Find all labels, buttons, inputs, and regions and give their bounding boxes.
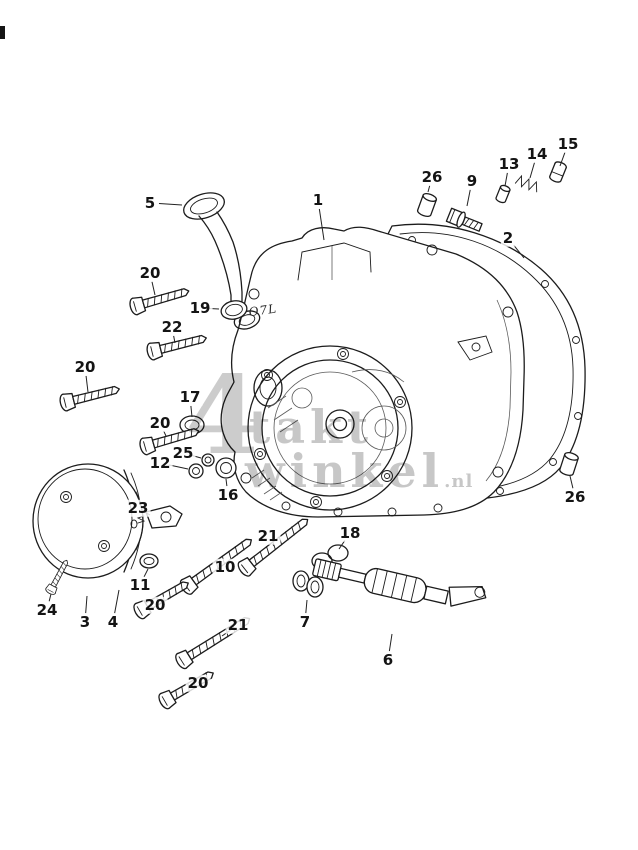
screw-20-e [155,664,219,712]
washer-12 [188,463,204,479]
adjuster-lever-23 [130,505,183,529]
collar-11 [139,553,159,569]
screw-21-b [172,610,255,672]
bushing-26-top [415,191,439,219]
round-cover-3 [32,463,144,579]
screw-20-d [130,574,194,622]
seal-16 [215,457,237,479]
washer-25 [201,453,215,467]
bolt-9 [445,207,483,232]
spring-14 [514,174,538,193]
screw-22 [144,329,209,362]
scan-artifact [0,26,5,39]
cap-15 [549,161,567,183]
gearshift-lever-6 [312,558,487,607]
clutch-cover-1: IL O7L [220,226,525,518]
screw-20-a [127,282,192,317]
screw-20-b [57,380,122,413]
nut-13 [495,184,511,204]
dipstick-5 [183,192,243,304]
collar-7 [292,570,324,598]
oring-19 [220,300,248,320]
cover-bolt-bosses [254,348,406,508]
cover-interior-detail [267,369,407,451]
